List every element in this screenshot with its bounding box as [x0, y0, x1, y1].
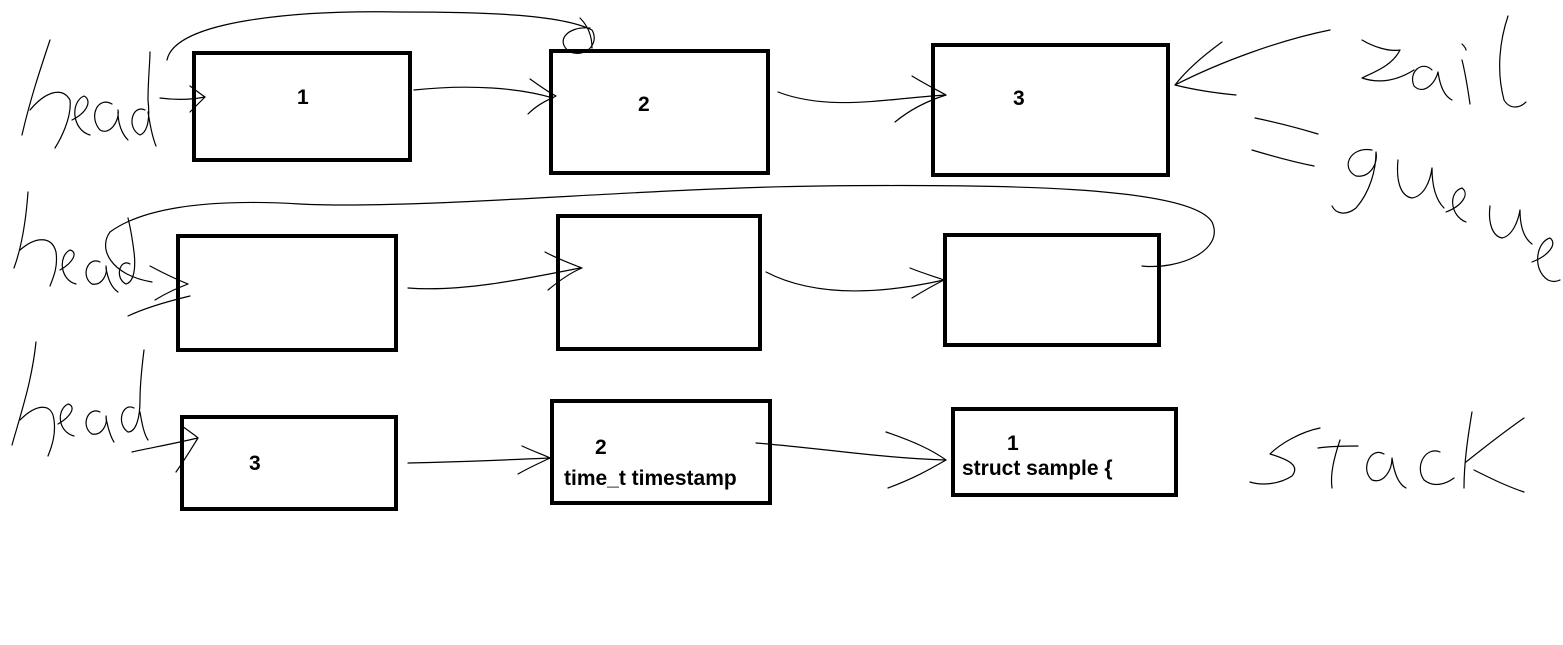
row3-node-3 [951, 407, 1178, 497]
row3-link-2-3-arrow [755, 431, 947, 489]
row3-node-2-label: 2 [595, 436, 607, 459]
row1-node-3-label: 3 [1013, 87, 1025, 110]
row3-node-1-label: 3 [249, 452, 261, 475]
row2-link-2-3-arrow [765, 267, 945, 299]
row1-node-2 [549, 49, 770, 175]
row3-head-annotation [11, 341, 149, 457]
row1-node-2-label: 2 [638, 93, 650, 116]
row2-head-annotation [13, 191, 136, 293]
row2-node-1 [176, 234, 398, 352]
row2-link-1-2-arrow [407, 251, 583, 291]
row1-back-link-arrow [166, 11, 595, 61]
row3-node-2-field: time_t timestamp [564, 467, 737, 490]
row1-head-annotation [21, 39, 157, 149]
tail-queue-annotation [1251, 15, 1561, 283]
row1-tail-pointer-arrow [1174, 29, 1331, 96]
row1-node-1 [192, 51, 412, 162]
row1-head-pointer-arrow [159, 85, 206, 113]
row1-link-1-2-arrow [413, 78, 557, 115]
row3-head-pointer-arrow [131, 425, 199, 473]
row2-head-pointer-arrow [127, 295, 191, 317]
row2-back-link-arrow [105, 184, 1215, 301]
row1-node-1-label: 1 [297, 86, 309, 109]
stack-annotation [1249, 411, 1525, 493]
row2-node-3 [943, 233, 1161, 347]
row3-node-3-label: 1 [1007, 432, 1019, 455]
row3-node-3-field: struct sample { [962, 457, 1113, 480]
row1-node-3 [931, 43, 1170, 177]
row1-link-2-3-arrow [777, 75, 947, 123]
row3-node-2 [550, 399, 772, 505]
row3-link-1-2-arrow [407, 445, 551, 475]
